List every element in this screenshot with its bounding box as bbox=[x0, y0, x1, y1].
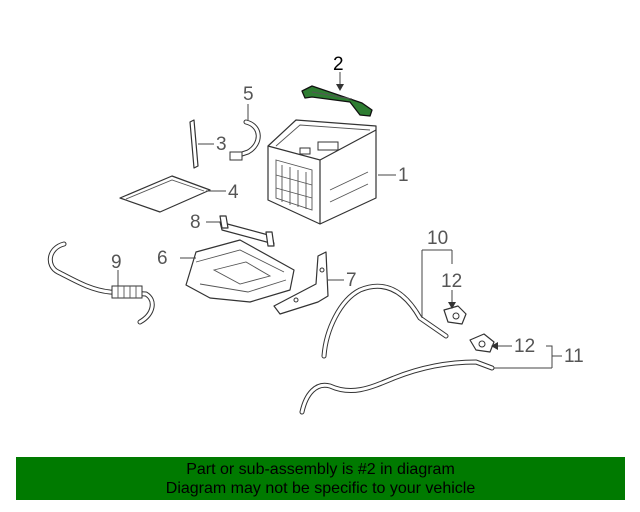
callout-11: 11 bbox=[564, 346, 584, 367]
footer-banner: Part or sub-assembly is #2 in diagram Di… bbox=[16, 457, 625, 500]
part-4-insulator-pad[interactable] bbox=[119, 175, 211, 213]
callout-6: 6 bbox=[157, 248, 168, 269]
callout-3: 3 bbox=[216, 134, 227, 155]
part-12-connector-lower[interactable] bbox=[469, 333, 495, 353]
callout-12-upper: 12 bbox=[441, 271, 462, 292]
part-6-battery-tray[interactable] bbox=[185, 239, 295, 303]
footer-line-1: Part or sub-assembly is #2 in diagram bbox=[186, 461, 455, 478]
callout-5: 5 bbox=[243, 84, 254, 105]
parts-diagram: 2 1 3 5 bbox=[47, 54, 584, 415]
footer-line-2: Diagram may not be specific to your vehi… bbox=[165, 480, 476, 497]
callout-2: 2 bbox=[333, 54, 344, 75]
part-8-bracket[interactable] bbox=[219, 215, 275, 247]
part-12-connector-upper[interactable] bbox=[443, 305, 467, 325]
part-3-strap[interactable] bbox=[189, 119, 199, 169]
callout-7: 7 bbox=[346, 270, 357, 291]
callout-1: 1 bbox=[398, 165, 409, 186]
callout-9: 9 bbox=[111, 252, 122, 273]
callout-10: 10 bbox=[427, 228, 448, 249]
part-7-support-bracket[interactable] bbox=[273, 251, 329, 315]
callout-4: 4 bbox=[228, 182, 239, 203]
callout-12-lower: 12 bbox=[514, 336, 535, 357]
part-1-battery[interactable] bbox=[267, 119, 377, 225]
part-2-hold-down-bracket[interactable] bbox=[301, 85, 373, 117]
part-10-hose[interactable] bbox=[321, 283, 449, 359]
part-11-hose[interactable] bbox=[299, 359, 495, 415]
part-9-cable[interactable] bbox=[47, 241, 155, 325]
callout-8: 8 bbox=[190, 212, 201, 233]
part-5-vent-tube[interactable] bbox=[229, 119, 261, 161]
